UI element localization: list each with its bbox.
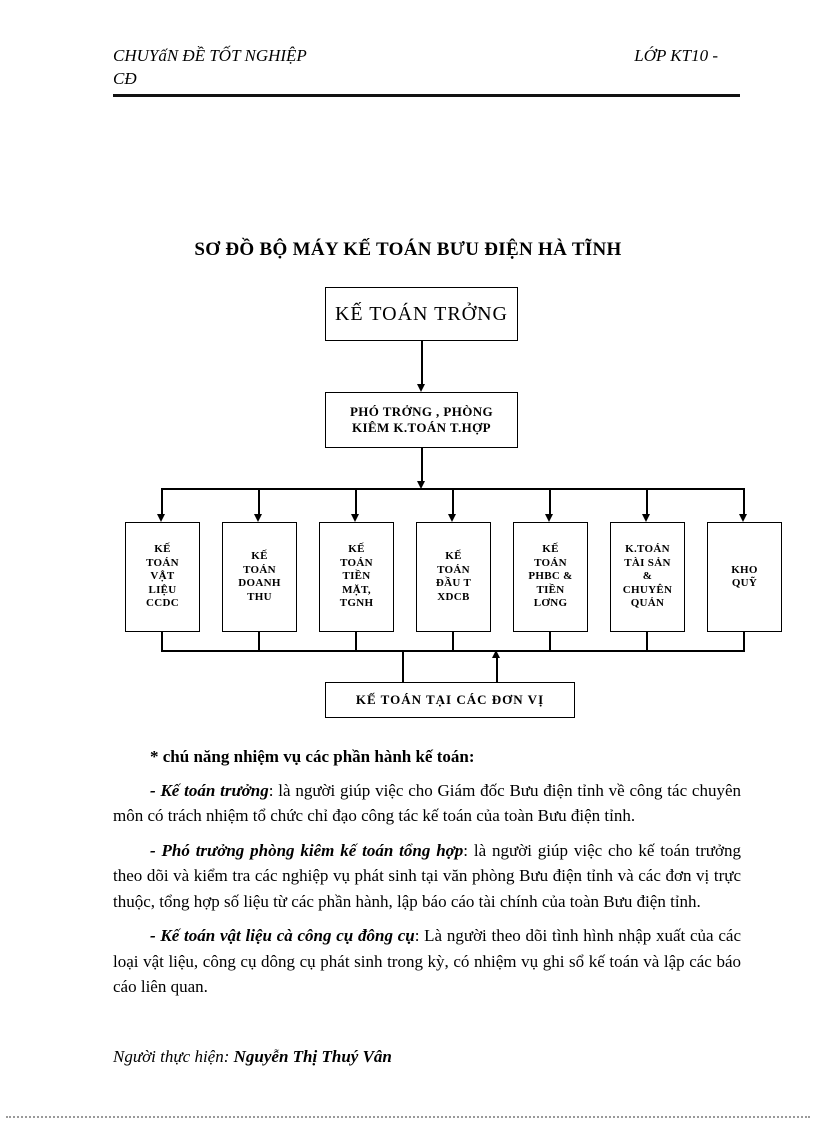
- bottom-dotted-line: [6, 1116, 810, 1118]
- connector-vline: [161, 488, 163, 514]
- connector-vline: [549, 632, 551, 650]
- arrow-down-icon: [642, 514, 650, 522]
- header-left-text: CHUYấN ĐỀ TỐT NGHIỆP: [113, 46, 307, 65]
- paragraph-text: : là người giúp việc cho kế toán trưởng …: [113, 840, 742, 911]
- section-heading: * chú năng nhiệm vụ các phần hành kế toá…: [150, 747, 475, 766]
- org-box-ke-toan-doanh-thu: KẾ TOÁN DOANH THU: [222, 522, 297, 632]
- connector-vline: [161, 632, 163, 650]
- connector-vline: [355, 488, 357, 514]
- connector-vline: [258, 488, 260, 514]
- connector-vline: [421, 341, 423, 385]
- org-box-ke-toan-tai-san-chuyen-quan: K.TOÁN TÀI SẢN & CHUYÊN QUẢN: [610, 522, 685, 632]
- connector-vline: [452, 488, 454, 514]
- arrow-down-icon: [254, 514, 262, 522]
- header-left-text-line2: CĐ: [113, 69, 137, 88]
- org-box-ke-toan-phbc-tien-luong: KẾ TOÁN PHBC & TIỀN LƠNG: [513, 522, 588, 632]
- author-label: Người thực hiện:: [113, 1047, 234, 1066]
- connector-vline: [743, 632, 745, 650]
- org-box-kho-quy: KHO QUỸ: [707, 522, 782, 632]
- arrow-up-icon: [492, 650, 500, 658]
- arrow-down-icon: [417, 384, 425, 392]
- arrow-down-icon: [739, 514, 747, 522]
- author-name: Nguyễn Thị Thuý Vân: [233, 1047, 392, 1066]
- connector-vline: [743, 488, 745, 514]
- org-box-deputy-chief: PHÓ TRỞNG , PHÒNG KIÊM K.TOÁN T.HỢP: [325, 392, 518, 448]
- header-row: CHUYấN ĐỀ TỐT NGHIỆP LỚP KT10 -: [113, 46, 740, 66]
- diagram-title: SƠ ĐỒ BỘ MÁY KẾ TOÁN BƯU ĐIỆN HÀ TĨNH: [194, 239, 622, 260]
- connector-vline: [549, 488, 551, 514]
- arrow-down-icon: [351, 514, 359, 522]
- org-box-ke-toan-dau-tu-xdcb: KẾ TOÁN ĐẦU T XDCB: [416, 522, 491, 632]
- org-box-ke-toan-vat-lieu-ccdc: KẾ TOÁN VẬT LIỆU CCDC: [125, 522, 200, 632]
- paragraph-lead: - Kế toán trưởng: [150, 780, 269, 800]
- paragraph-lead: - Kế toán vật liệu cà công cụ đông cụ: [150, 926, 415, 945]
- org-box-chief-accountant: KẾ TOÁN TRỞNG: [325, 287, 518, 341]
- paragraph-ke-toan-truong: - Kế toán trưởng: là người giúp việc cho…: [113, 778, 741, 829]
- connector-hline: [161, 650, 745, 652]
- arrow-down-icon: [448, 514, 456, 522]
- connector-vline: [258, 632, 260, 650]
- org-box-ke-toan-tien-mat-tgnh: KẾ TOÁN TIỀN MẶT, TGNH: [319, 522, 394, 632]
- connector-vline: [496, 658, 498, 682]
- header-row-2: CĐ: [113, 69, 740, 89]
- connector-vline: [421, 448, 423, 482]
- org-chart: KẾ TOÁN TRỞNG PHÓ TRỞNG , PHÒNG KIÊM K.T…: [0, 280, 816, 730]
- header-right-text: LỚP KT10 -: [634, 46, 718, 65]
- org-box-ke-toan-tai-cac-don-vi: KẾ TOÁN TẠI CÁC ĐƠN VỊ: [325, 682, 575, 718]
- connector-vline: [452, 632, 454, 650]
- footer: Người thực hiện: Nguyễn Thị Thuý Vân: [113, 1047, 392, 1067]
- arrow-down-icon: [417, 481, 425, 489]
- paragraph-text: : là người giúp việc cho Giám đốc Bưu đi…: [113, 780, 742, 826]
- arrow-down-icon: [545, 514, 553, 522]
- paragraph-text: : Là người theo dõi tình hình nhập xuất …: [113, 926, 741, 996]
- page-header: CHUYấN ĐỀ TỐT NGHIỆP LỚP KT10 - CĐ: [113, 46, 740, 97]
- connector-vline: [646, 632, 648, 650]
- connector-vline: [646, 488, 648, 514]
- connector-vline: [402, 650, 404, 682]
- connector-vline: [355, 632, 357, 650]
- paragraph-lead: - Phó trưởng phòng kiêm kế toán tổng hợp: [150, 840, 464, 860]
- paragraph-ke-toan-vat-lieu: - Kế toán vật liệu cà công cụ đông cụ: L…: [113, 923, 741, 1000]
- body-text: * chú năng nhiệm vụ các phần hành kế toá…: [113, 744, 741, 1009]
- arrow-down-icon: [157, 514, 165, 522]
- paragraph-pho-truong-phong: - Phó trưởng phòng kiêm kế toán tổng hợp…: [113, 838, 741, 915]
